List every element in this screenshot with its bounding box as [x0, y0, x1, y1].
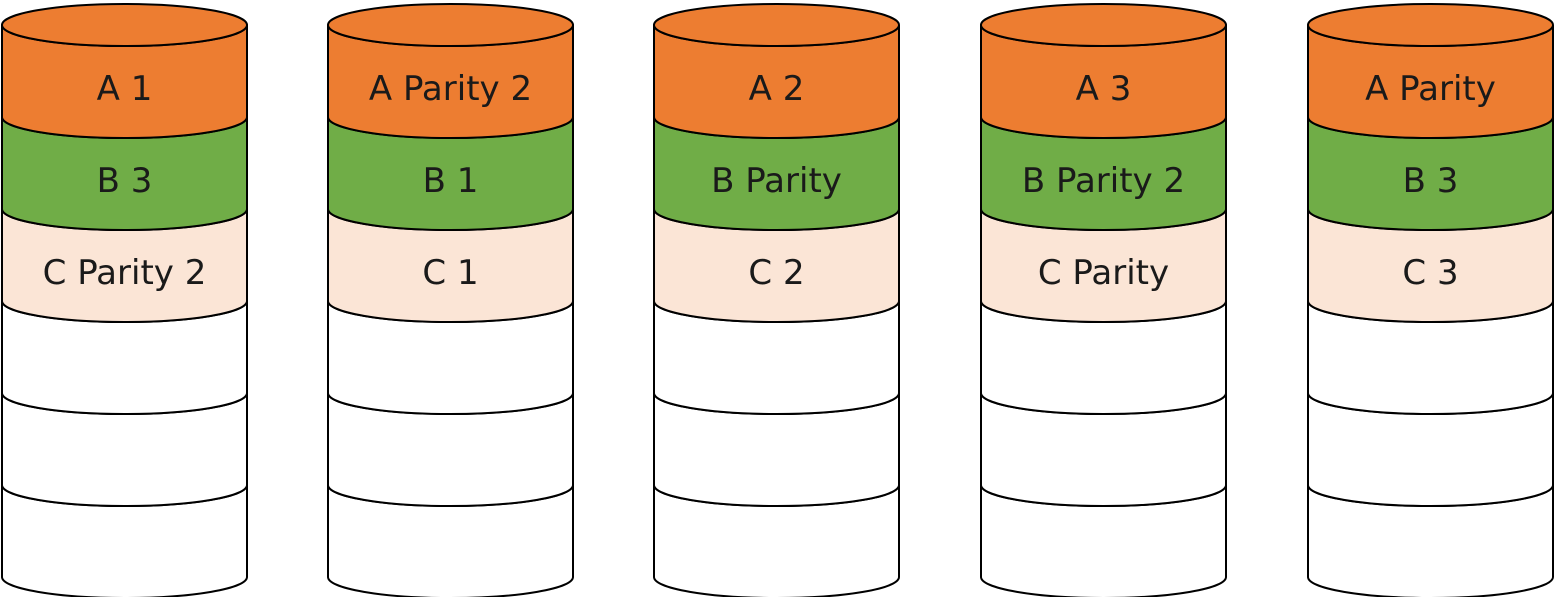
segment-top-cap	[980, 3, 1227, 47]
segment-label: C 1	[422, 253, 478, 293]
segment-top-cap	[1307, 3, 1554, 47]
disk-5: C 3 B 3 A Parity	[1307, 3, 1554, 597]
segment-label: A Parity 2	[369, 69, 532, 109]
disk-3-segment-3: C 2	[653, 208, 900, 323]
segment-label: C Parity	[1038, 253, 1169, 293]
disk-2: C 1 B 1 A Parity 2	[327, 3, 574, 597]
segment-label: C 2	[748, 253, 804, 293]
segment-label: A 1	[97, 69, 153, 109]
segment-label: A 3	[1076, 69, 1132, 109]
segment-label: B Parity 2	[1022, 161, 1185, 201]
disk-2-segment-2: B 1	[327, 116, 574, 231]
segment-label: B 3	[97, 161, 153, 201]
disk-4-segment-2: B Parity 2	[980, 116, 1227, 231]
disk-1: C Parity 2 B 3 A 1	[1, 3, 248, 597]
disk-1-segment-1: A 1	[1, 3, 248, 139]
segment-top-cap	[1, 3, 248, 47]
disk-4-segment-3: C Parity	[980, 208, 1227, 323]
disk-3-segment-1: A 2	[653, 3, 900, 139]
segment-top-cap	[653, 3, 900, 47]
segment-label: C Parity 2	[43, 253, 207, 293]
segment-label: A Parity	[1365, 69, 1496, 109]
segment-label: A 2	[749, 69, 805, 109]
segment-label: B Parity	[711, 161, 842, 201]
disk-3: C 2 B Parity A 2	[653, 3, 900, 597]
segment-label: C 3	[1402, 253, 1458, 293]
disk-4: C Parity B Parity 2 A 3	[980, 3, 1227, 597]
segment-label: B 1	[423, 161, 479, 201]
disk-5-segment-3: C 3	[1307, 208, 1554, 323]
disk-2-segment-1: A Parity 2	[327, 3, 574, 139]
segment-top-cap	[327, 3, 574, 47]
disk-5-segment-1: A Parity	[1307, 3, 1554, 139]
disk-4-segment-1: A 3	[980, 3, 1227, 139]
segment-label: B 3	[1403, 161, 1459, 201]
disk-1-segment-3: C Parity 2	[1, 208, 248, 323]
